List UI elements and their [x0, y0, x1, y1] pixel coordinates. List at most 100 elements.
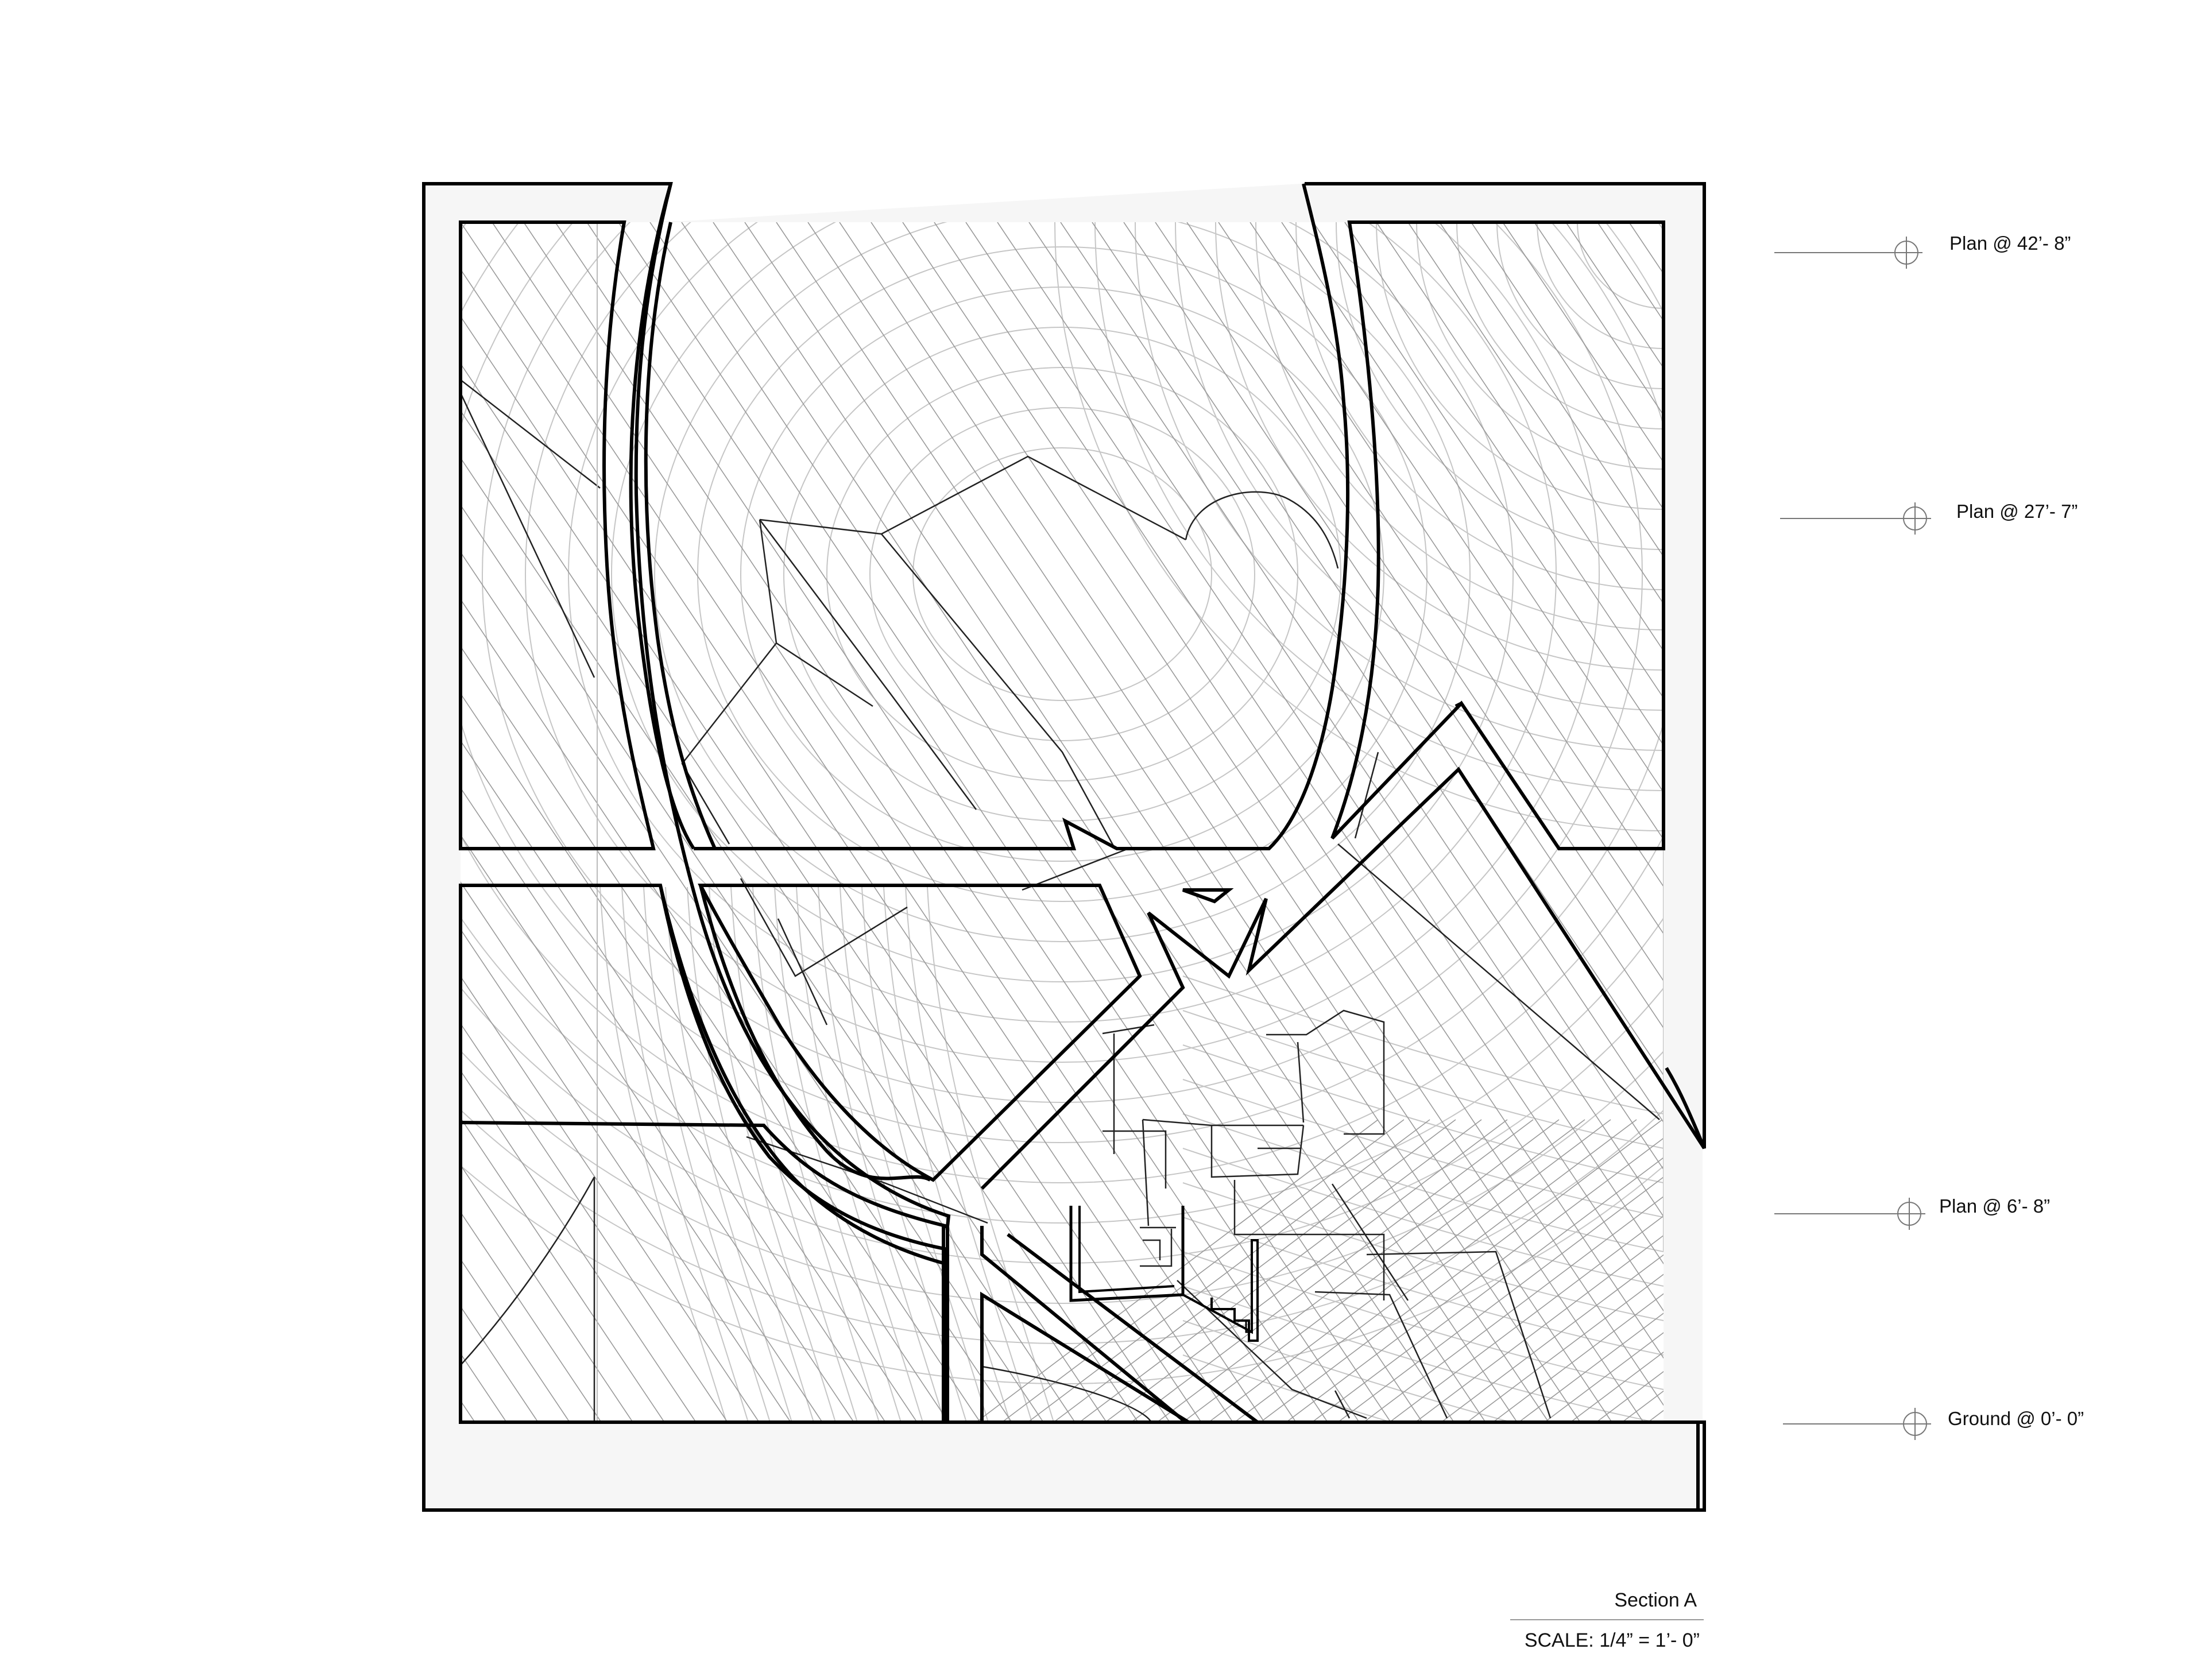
hatch-line [0, 222, 127, 1422]
hatch-line [461, 1070, 697, 1423]
contour-curve [1135, 222, 1664, 751]
hatch-line [1819, 222, 2205, 1422]
hatch-line [461, 362, 1170, 1423]
hatch-line [1312, 1157, 1664, 1423]
contour-curve [1054, 222, 1664, 831]
hatch-line [1027, 1119, 1430, 1423]
hatch-line [1389, 1215, 1664, 1423]
hatch-line [1053, 1119, 1456, 1423]
hatch-line [1502, 222, 1664, 463]
hatch-line [2071, 222, 2205, 1422]
hatch-line [1441, 1254, 1664, 1423]
hatch-line [0, 222, 412, 1422]
hatch-line [2008, 222, 2205, 1422]
hatch-line [1724, 222, 2205, 1422]
hatch-line [1976, 222, 2205, 1422]
contour-curve [1182, 1044, 1664, 1183]
hatch-line [461, 268, 1233, 1423]
hatch-line [0, 222, 285, 1422]
contour-curve [869, 407, 1255, 741]
contour-curve [1182, 1010, 1664, 1149]
hatch-line [2134, 222, 2205, 1422]
hatch-line [1803, 1120, 2205, 1422]
hatch-line [1882, 222, 2205, 1422]
hatch-line [461, 1400, 475, 1423]
hatch-line [1079, 1119, 1482, 1423]
contour-curve [697, 246, 1428, 902]
contour-curve [461, 222, 1664, 1224]
contour-curve [1182, 1113, 1664, 1252]
hatch-line [1155, 222, 1664, 982]
contour-curve [1182, 1148, 1664, 1287]
contour-curve [1175, 222, 1664, 711]
interior-projection [0, 222, 2205, 1423]
contour-curve [1336, 222, 1664, 550]
contour-curve [611, 222, 1514, 982]
hatch-line [1376, 222, 1664, 652]
contour-curve [740, 287, 1384, 862]
hatch-line [0, 222, 222, 1422]
hatch-line [1156, 1119, 1560, 1423]
hatch-line [1596, 1371, 1664, 1423]
hatch-line [461, 222, 1265, 1423]
hatch-line [1313, 222, 1664, 746]
contour-curve [1376, 222, 1664, 510]
contour-curve [1577, 222, 1664, 309]
level-label-plan-27: Plan @ 27’- 7” [1956, 501, 2078, 522]
hatch-line [1755, 222, 2205, 1422]
hatch-line [1344, 222, 1664, 699]
contour-curve [1182, 1251, 1664, 1390]
hatch-line [871, 222, 1664, 1406]
hatch-line [2040, 222, 2205, 1422]
hatch-line [1958, 1120, 2205, 1422]
contour-curve [883, 887, 1011, 1423]
hatch-line [2103, 222, 2205, 1422]
title-rule [1510, 1619, 1704, 1620]
contour-curve [1496, 222, 1664, 389]
contour-curve [461, 1050, 1664, 1304]
hatch-line [1881, 1120, 2205, 1422]
hatch-line [1692, 222, 2205, 1422]
hatch-line [0, 222, 1, 1422]
hatch-line [1186, 222, 1664, 935]
hatch-line [555, 222, 1360, 1423]
contour-curve [665, 887, 792, 1423]
hatch-line [461, 504, 1076, 1423]
hatch-line [0, 222, 64, 1422]
hatch-line [1131, 1119, 1534, 1423]
contour-curve [1537, 222, 1664, 349]
contour-curve [826, 367, 1298, 781]
contour-curve [840, 887, 967, 1423]
hatch-line [1932, 1120, 2205, 1422]
hatch-line [1105, 1119, 1508, 1423]
hatch-line [1123, 222, 1664, 1029]
hatch-line [1787, 222, 2205, 1422]
hatch-line [0, 222, 33, 1422]
contour-curve [927, 887, 1054, 1423]
hatch-line [1628, 222, 1664, 275]
contour-curve [1182, 1182, 1664, 1321]
hatch-line [1855, 1120, 2205, 1422]
hatch-line [807, 222, 1612, 1423]
hatch-line [461, 787, 886, 1423]
hatch-line [997, 222, 1664, 1218]
hatch-line [461, 1164, 633, 1423]
hatch-line [1467, 1273, 1664, 1423]
hatch-line [1850, 222, 2205, 1422]
hatch-line [0, 222, 191, 1422]
contour-curve [654, 222, 1471, 942]
hatch-line [1674, 1120, 2076, 1422]
hatch-line [1260, 1119, 1663, 1423]
hatch-line [2166, 222, 2205, 1422]
hatch-line [744, 222, 1549, 1423]
hatch-line [461, 881, 823, 1423]
contour-curve [1182, 1217, 1664, 1356]
hatch-line [461, 315, 1202, 1423]
contour-curve [783, 327, 1341, 822]
hatch-line [1906, 1120, 2205, 1422]
hatch-line [1028, 222, 1664, 1171]
contour-curve [1255, 222, 1664, 630]
hatch-line [461, 1023, 728, 1423]
level-markers [1774, 237, 1931, 1440]
